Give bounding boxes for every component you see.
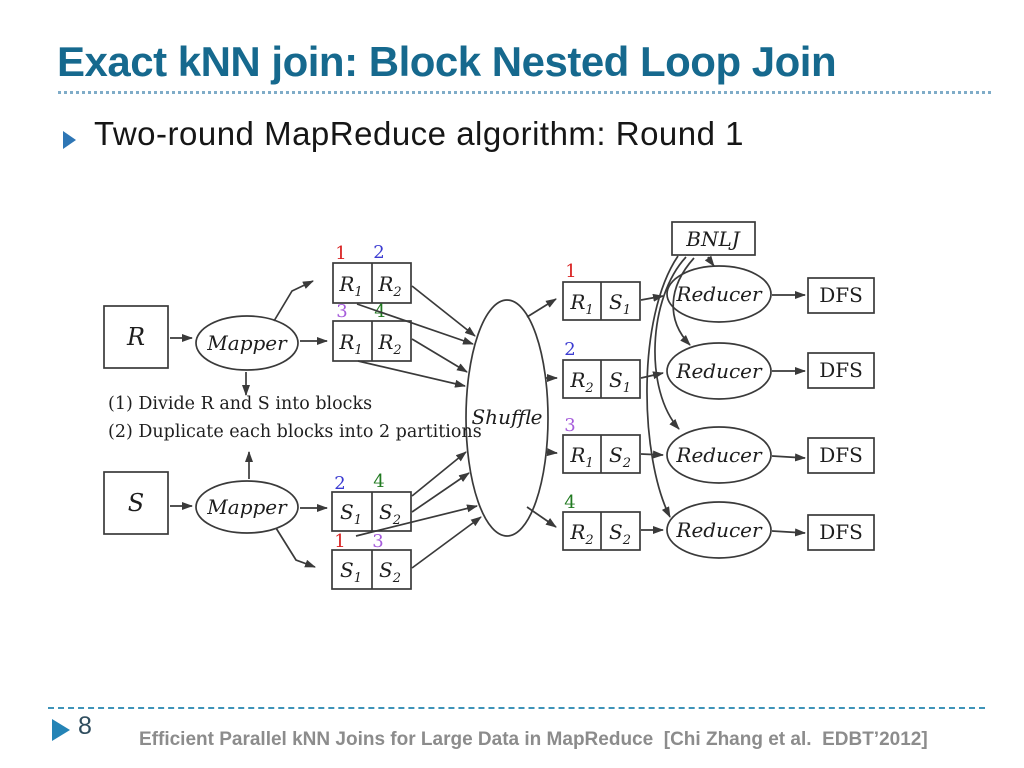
- block-cell: R1: [338, 330, 362, 358]
- page-title: Exact kNN join: Block Nested Loop Join: [57, 38, 837, 85]
- reducer-1-node: Reducer: [666, 265, 772, 323]
- partition-number: 2: [564, 339, 575, 360]
- dfs-label: DFS: [819, 283, 863, 307]
- shuffle-node: Shuffle: [465, 299, 549, 537]
- footer-arrow-icon: [52, 719, 70, 741]
- pair-cell: S2: [609, 520, 631, 548]
- block-cell: S2: [379, 500, 401, 528]
- bullet-arrow-icon: [63, 131, 76, 149]
- pair-2: 2 R2 S1: [562, 339, 641, 399]
- pair-4: 4 R2 S2: [562, 492, 641, 551]
- partition-number: 1: [565, 261, 576, 282]
- reducer-label: Reducer: [675, 518, 763, 542]
- partition-number: 1: [334, 531, 345, 552]
- reducer-label: Reducer: [675, 443, 763, 467]
- block-cell: R1: [338, 272, 362, 300]
- shuffle-label: Shuffle: [471, 405, 542, 429]
- mapper-bottom-node: Mapper: [195, 480, 299, 534]
- block-r-top: 1 2 R1 R2: [332, 242, 412, 304]
- reducer-3-node: Reducer: [666, 426, 772, 484]
- mapper-top-node: Mapper: [195, 315, 299, 371]
- block-s-bottom: 1 3 S1 S2: [331, 531, 412, 590]
- dfs-label: DFS: [819, 443, 863, 467]
- partition-number: 3: [336, 301, 347, 322]
- pair-cell: S1: [609, 290, 631, 318]
- partition-number: 4: [564, 492, 575, 513]
- reducer-4-node: Reducer: [666, 501, 772, 559]
- partition-number: 1: [335, 243, 346, 264]
- bullet-text: Two-round MapReduce algorithm: Round 1: [94, 115, 745, 152]
- block-cell: R2: [377, 330, 401, 358]
- partition-number: 4: [373, 471, 384, 492]
- source-r-label: R: [126, 323, 145, 351]
- reducer-2-node: Reducer: [666, 342, 772, 400]
- source-s-node: S: [103, 471, 169, 535]
- reducer-label: Reducer: [675, 359, 763, 383]
- pair-cell: R2: [569, 520, 593, 548]
- partition-number: 2: [334, 473, 345, 494]
- bnlj-label: BNLJ: [685, 227, 740, 251]
- source-s-label: S: [128, 489, 144, 517]
- partition-number: 3: [372, 531, 383, 552]
- block-r-bottom: 3 4 R1 R2: [332, 301, 412, 362]
- block-cell: R2: [377, 272, 401, 300]
- mapper-top-label: Mapper: [206, 331, 288, 355]
- dfs-3-node: DFS: [807, 437, 875, 474]
- source-r-node: R: [103, 305, 169, 369]
- dfs-label: DFS: [819, 520, 863, 544]
- pair-cell: R1: [569, 290, 593, 318]
- dfs-2-node: DFS: [807, 352, 875, 389]
- dfs-1-node: DFS: [807, 277, 875, 314]
- block-s-top: 2 4 S1 S2: [331, 471, 412, 532]
- dfs-label: DFS: [819, 358, 863, 382]
- pair-1: 1 R1 S1: [562, 261, 641, 321]
- title-underline-rule: [58, 91, 991, 94]
- pair-cell: R1: [569, 443, 593, 471]
- footer-citation: Efficient Parallel kNN Joins for Large D…: [139, 729, 928, 750]
- partition-number: 2: [373, 242, 384, 263]
- block-cell: S1: [340, 558, 362, 586]
- pair-3: 3 R1 S2: [562, 415, 641, 474]
- note-1: (1) Divide R and S into blocks: [108, 394, 372, 414]
- diagram-arrows: [170, 255, 806, 569]
- partition-number: 3: [564, 415, 575, 436]
- note-2: (2) Duplicate each blocks into 2 partiti…: [108, 422, 482, 442]
- page-number: 8: [78, 712, 92, 740]
- mapper-bottom-label: Mapper: [206, 495, 288, 519]
- pair-cell: R2: [569, 368, 593, 396]
- footer-rule: [48, 707, 985, 709]
- dfs-4-node: DFS: [807, 514, 875, 551]
- bnlj-node: BNLJ: [671, 221, 756, 256]
- block-cell: S2: [379, 558, 401, 586]
- pair-cell: S1: [609, 368, 631, 396]
- reducer-label: Reducer: [675, 282, 763, 306]
- block-cell: S1: [340, 500, 362, 528]
- pair-cell: S2: [609, 443, 631, 471]
